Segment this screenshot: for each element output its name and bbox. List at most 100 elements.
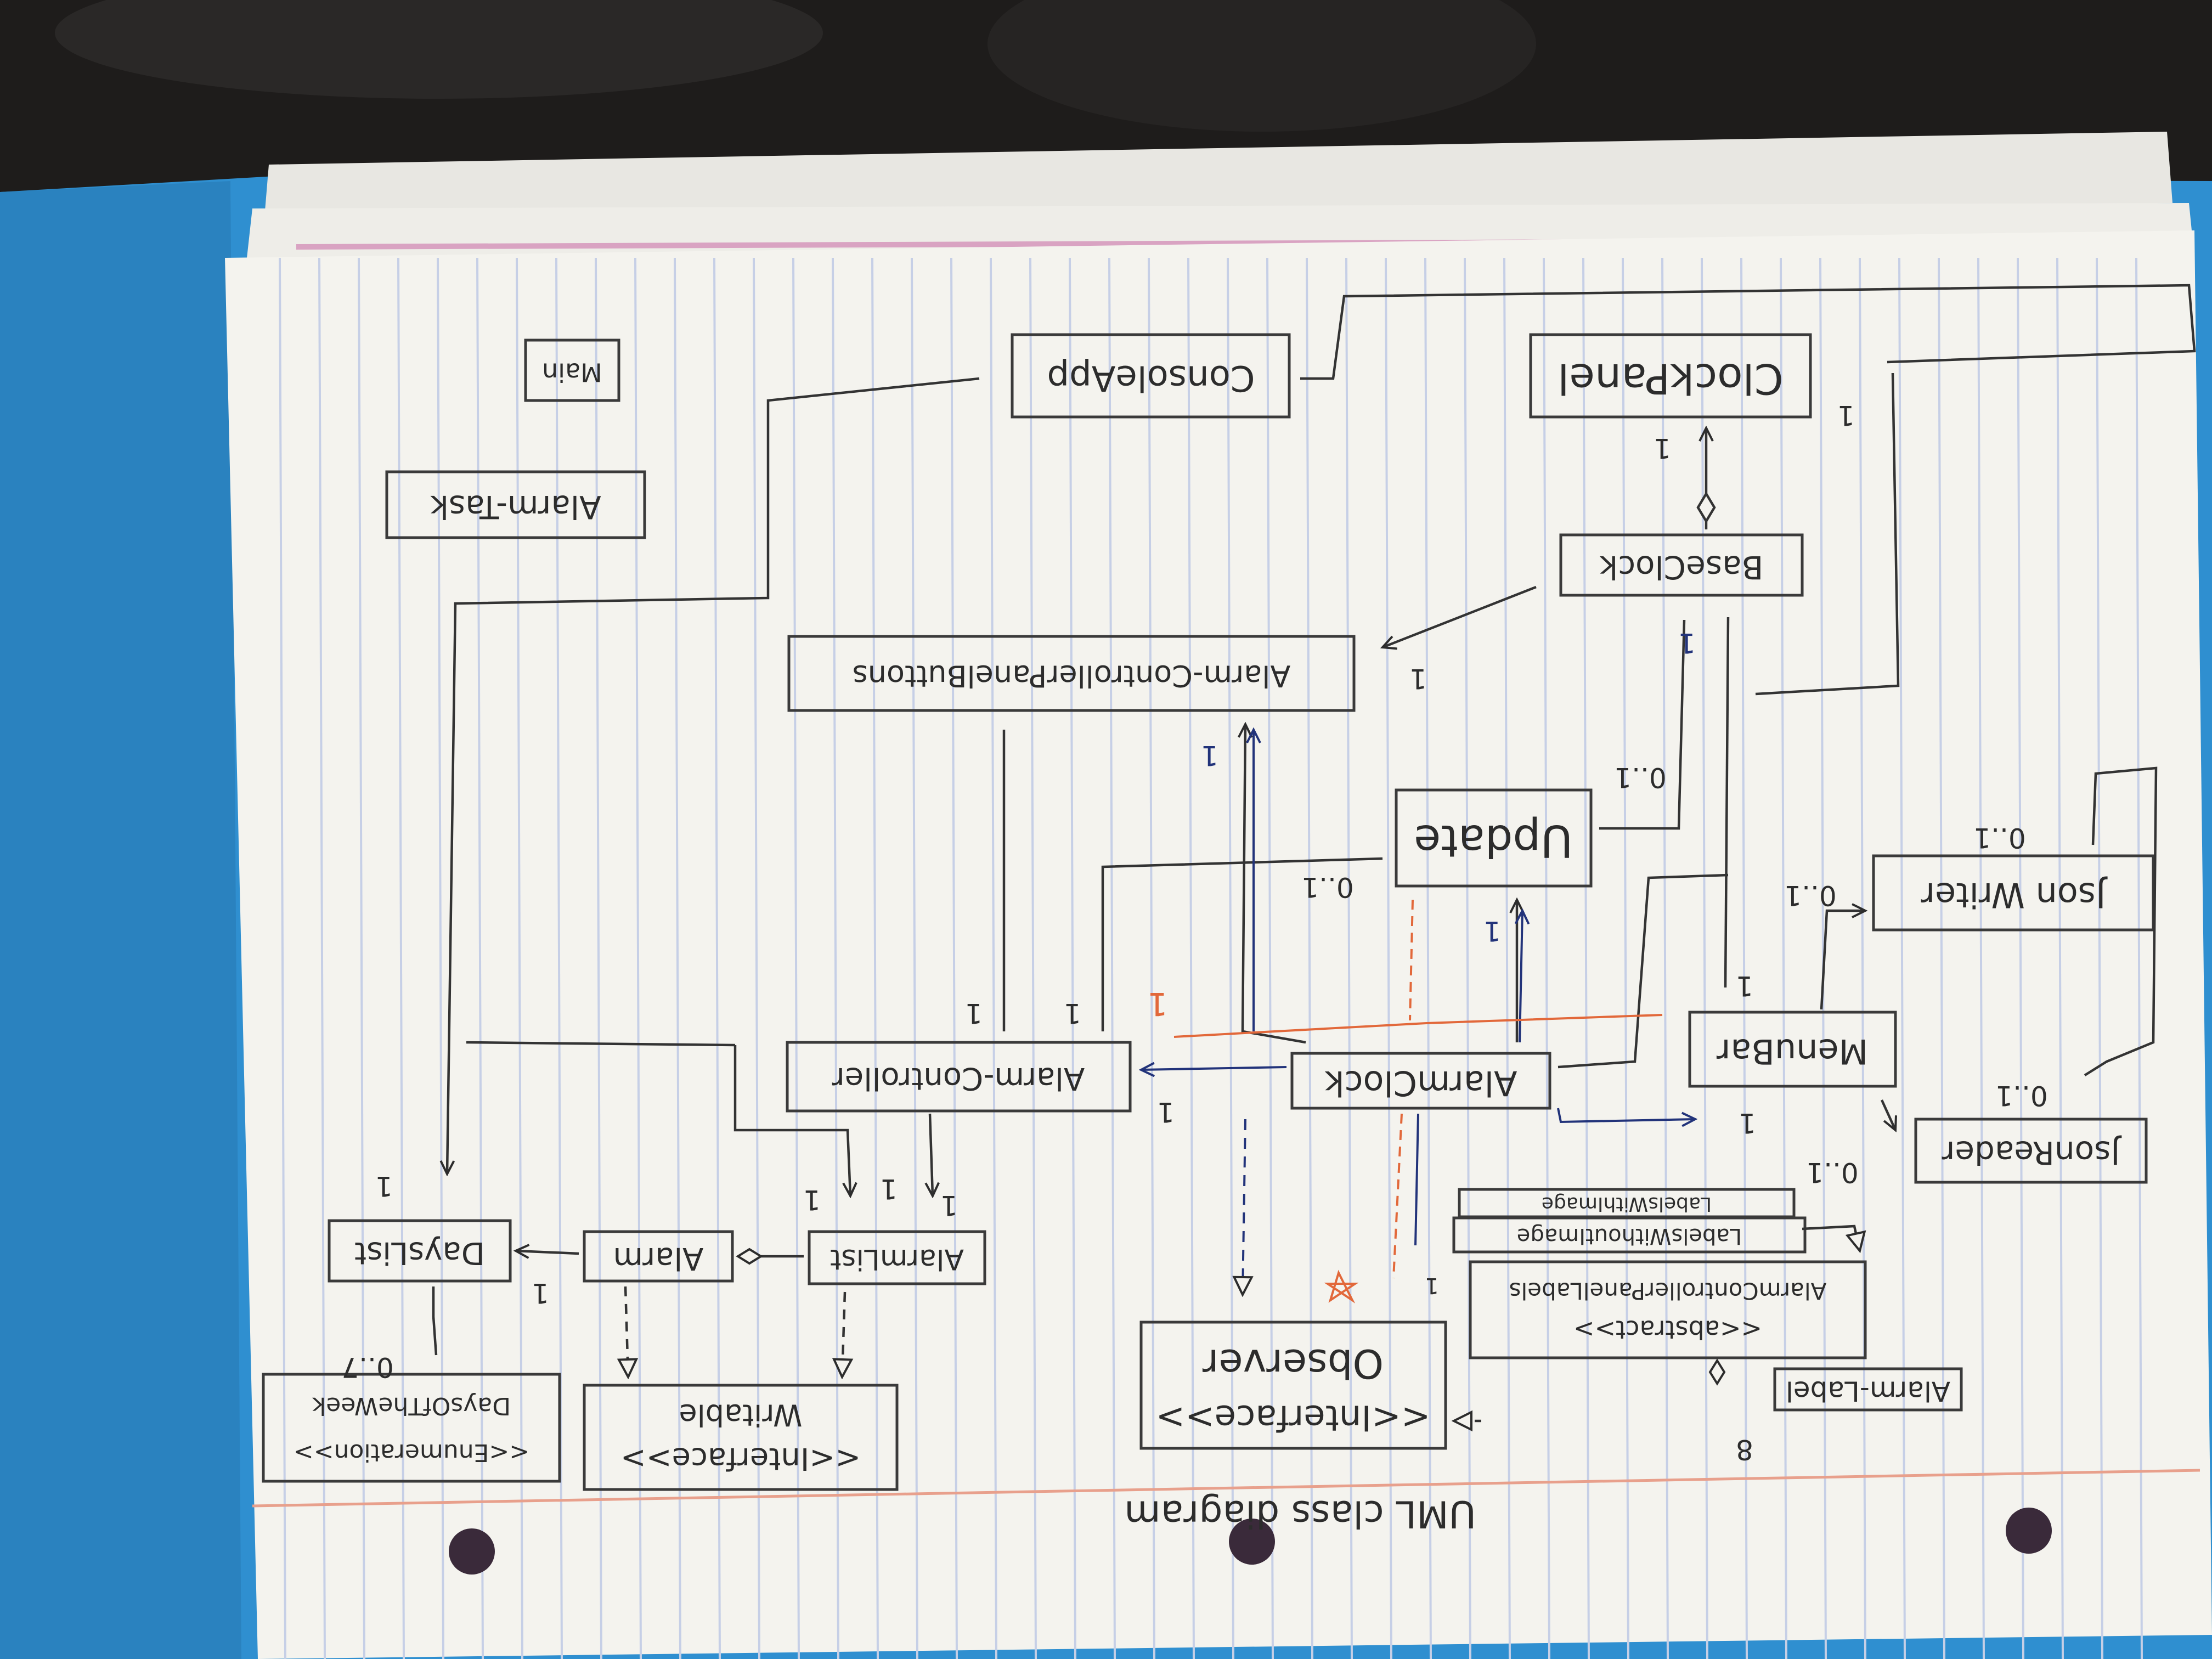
edge-menubar-jsonreader: [1880, 1099, 1895, 1130]
edge-alarmclock-menubar: [1558, 873, 1729, 1069]
edge-orange-dashed-1: [1409, 899, 1414, 1021]
box-alarm-panel-labels: [1469, 1260, 1867, 1359]
edge-menubar-jsonwriter: [1820, 911, 1865, 1010]
edge-labels-inherit: [1802, 1224, 1860, 1251]
box-days-list: [328, 1219, 512, 1283]
mult-update-left: 0..1: [1301, 871, 1353, 903]
mult-menubar-up: 1: [1736, 970, 1753, 1002]
box-alarm-label: [1773, 1367, 1963, 1412]
edge-consoleapp-dayslist: [447, 377, 980, 1174]
class-base-clock: BaseClock: [1599, 549, 1763, 586]
class-days-of-week-stereotype: <<Enumeration>>: [294, 1438, 529, 1466]
mult-alarm-buttons: 1: [1409, 663, 1427, 695]
edge-consoleapp-clockpanel: [1300, 284, 2196, 380]
folder-shade: [0, 181, 241, 1659]
edge-clockpanel-right: [1755, 373, 1900, 696]
class-writable: Writable: [679, 1397, 803, 1432]
mult-json-reader-left: 0..1: [1806, 1156, 1858, 1188]
punch-hole: [449, 1528, 495, 1575]
class-menubar: MenuBar: [1716, 1031, 1868, 1071]
box-json-reader: [1914, 1118, 2148, 1184]
edge-controller-alarmlist: [930, 1113, 933, 1196]
box-alarm-task: [385, 470, 646, 539]
edge-controller-alarmlist-3: [466, 1041, 736, 1047]
class-observer-stereotype: <<Interface>>: [1155, 1397, 1430, 1437]
class-alarm-label: Alarm-Label: [1786, 1375, 1950, 1407]
edge-base-update: [1599, 619, 1686, 830]
edge-alarmlist-writable: [842, 1291, 845, 1377]
class-observer: Observer: [1202, 1340, 1384, 1386]
mult-days-top: 1: [532, 1277, 549, 1309]
box-base-clock: [1559, 533, 1804, 597]
class-alarm-panel-buttons: Alarm-ControllerPanelButtons: [853, 658, 1291, 693]
punch-hole: [2006, 1508, 2052, 1554]
mult-alarm-ctrl-orange: 1: [1148, 985, 1168, 1023]
shadow-blob-2: [988, 0, 1536, 132]
edge-blue-alarmclock-observer: [1243, 1119, 1245, 1295]
edge-dayslist-enum: [432, 1286, 438, 1356]
class-main: Main: [542, 358, 602, 387]
box-menubar: [1688, 1011, 1897, 1088]
mult-menubar-bottom: 1: [1739, 1107, 1756, 1139]
mult-clockpanel-side: 1: [1837, 399, 1855, 431]
diagram-title: UML class diagram: [1124, 1492, 1476, 1535]
edge-alarm-dayslist: [516, 1251, 579, 1254]
mult-json-reader-top: 0..1: [1995, 1080, 2047, 1111]
box-observer: [1139, 1321, 1447, 1450]
box-json-writer: [1872, 854, 2155, 932]
edge-controller-alarmlist-2: [733, 1045, 850, 1196]
mult-json-writer-left: 0..1: [1784, 879, 1836, 911]
mult-buttons-down: 1: [1201, 740, 1218, 771]
mult-alarmlist-b: 1: [880, 1173, 898, 1205]
class-labels-with-image: LabelsWithImage: [1542, 1193, 1712, 1215]
class-alarm-panel-labels-stereotype: <<abstract>>: [1573, 1315, 1762, 1345]
margin-line: [252, 1469, 2200, 1508]
box-main: [524, 338, 620, 402]
box-clock-panel: [1529, 333, 1812, 419]
edge-orange-dashed-2: [1392, 1113, 1403, 1279]
mult-json-writer-top: 0..1: [1973, 822, 2025, 854]
class-alarm-list: AlarmList: [830, 1243, 964, 1276]
edge-orange-alarmclock-controller: [1173, 1014, 1663, 1038]
box-writable: [583, 1384, 899, 1491]
edge-baseclock-buttons: [1383, 585, 1537, 647]
mult-alarm-clock-left: 1: [1157, 1096, 1175, 1128]
aggregation-diamond: [1696, 491, 1716, 524]
edge-alarm-writable: [625, 1286, 628, 1377]
class-clock-panel: ClockPanel: [1558, 354, 1784, 403]
mult-update-right: 0..1: [1614, 761, 1666, 793]
class-alarm: Alarm: [613, 1240, 704, 1276]
edge-json-writer: [2084, 766, 2158, 1076]
edge-blue-labels: [1414, 1113, 1419, 1246]
box-labels-with-image: [1458, 1188, 1796, 1218]
mult-update-down: 1: [1483, 915, 1501, 947]
edge-blue-alarmclock-controller: [1141, 1067, 1287, 1070]
orange-star: [1324, 1269, 1359, 1304]
mult-labels: 1: [1425, 1273, 1438, 1298]
paper-sheet: [225, 230, 2212, 1659]
box-console-app: [1011, 333, 1291, 419]
edge-baseclock-menubar: [1724, 617, 1730, 988]
class-labels-without-image: LabelsWithoutImage: [1517, 1223, 1742, 1249]
class-writable-stereotype: <<Interface>>: [620, 1441, 861, 1476]
mult-dayslist-left: 1: [375, 1170, 393, 1202]
box-days-of-week: [262, 1373, 561, 1483]
mult-alarm-ctrl-a: 1: [965, 997, 983, 1029]
edge-alarmclock-buttons: [1243, 724, 1306, 1044]
mult-alarmlist-c: 1: [940, 1189, 958, 1221]
box-alarm-panel-buttons: [787, 635, 1356, 712]
class-alarm-task: Alarm-Task: [430, 488, 601, 526]
class-json-writer: Json Writer: [1921, 875, 2108, 915]
mult-alarm-ctrl-b: 1: [1064, 997, 1081, 1029]
class-alarm-controller: Alarm-Controller: [832, 1060, 1085, 1096]
class-days-of-week: DaysOfTheWeek: [312, 1392, 511, 1420]
mult-alarmlist-a: 1: [803, 1184, 821, 1216]
box-alarm-clock: [1290, 1052, 1551, 1110]
class-days-list: DaysList: [354, 1235, 485, 1271]
class-update: Update: [1414, 815, 1573, 866]
class-json-reader: JsonReader: [1942, 1134, 2121, 1171]
class-alarm-clock: AlarmClock: [1324, 1063, 1517, 1103]
box-alarm: [583, 1230, 734, 1283]
